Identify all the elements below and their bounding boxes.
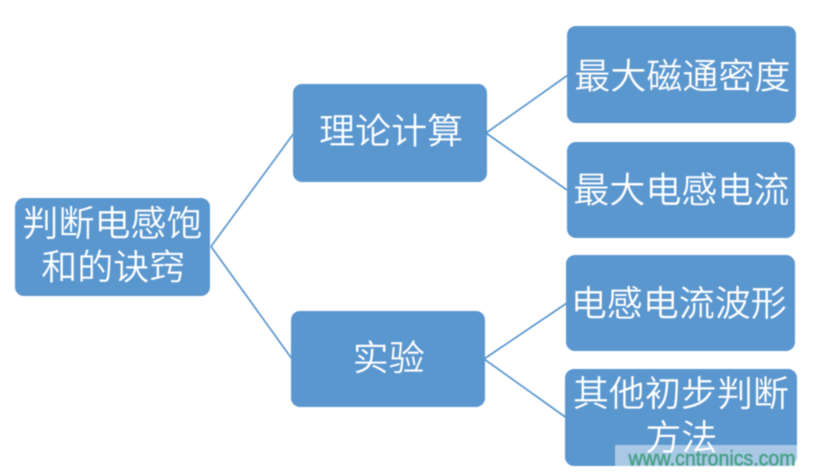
svg-text:www.cntronics.com: www.cntronics.com [628, 447, 796, 470]
